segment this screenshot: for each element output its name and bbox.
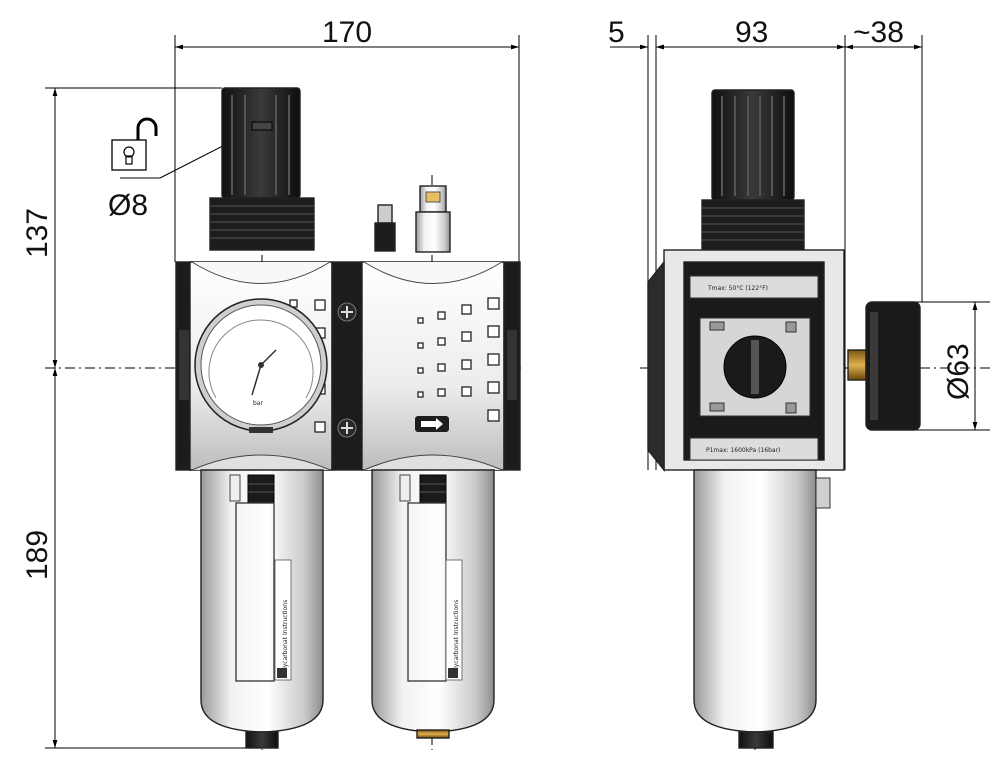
bowl-text-right: Polycarbonat Instructions	[453, 600, 460, 676]
side-gauge	[847, 301, 921, 431]
dim-width-overall: 170	[322, 16, 372, 49]
padlock-open-icon	[111, 117, 158, 171]
bowl-text-left: Polycarbonat Instructions	[282, 600, 289, 676]
dim-gauge-projection: ~38	[853, 16, 904, 49]
arrow-right-icon	[415, 416, 449, 432]
dim-lock-hole: Ø8	[108, 189, 148, 222]
filter-bowl-right: Polycarbonat Instructions	[371, 469, 495, 739]
connector-bracket	[331, 261, 363, 471]
lubricator-unit: Polycarbonat Instructions	[361, 185, 521, 739]
plate-bottom-text: P1max: 1600kPa (16bar)	[706, 447, 780, 454]
pressure-gauge: bar	[194, 298, 328, 433]
plus-icon	[341, 306, 353, 318]
lubricator-body	[361, 261, 505, 471]
dim-depth-body: 93	[735, 16, 768, 49]
plus-icon	[341, 422, 353, 434]
dim-height-bottom: 189	[21, 530, 54, 580]
svg-text:bar: bar	[253, 400, 263, 407]
threaded-collar	[209, 197, 315, 251]
dim-height-top: 137	[21, 208, 54, 258]
filter-bowl-left: Polycarbonat Instructions	[200, 469, 324, 749]
side-view: Tmax: 50°C (122°F) P1max: 1600kPa (16bar…	[647, 89, 921, 749]
adjust-knob	[221, 87, 301, 199]
plate-top-text: Tmax: 50°C (122°F)	[707, 285, 768, 292]
regulator-unit: bar Polycarbonat Instructions	[175, 87, 333, 749]
dim-offset-left: 5	[608, 16, 625, 49]
dim-gauge-diameter: Ø63	[942, 343, 975, 400]
